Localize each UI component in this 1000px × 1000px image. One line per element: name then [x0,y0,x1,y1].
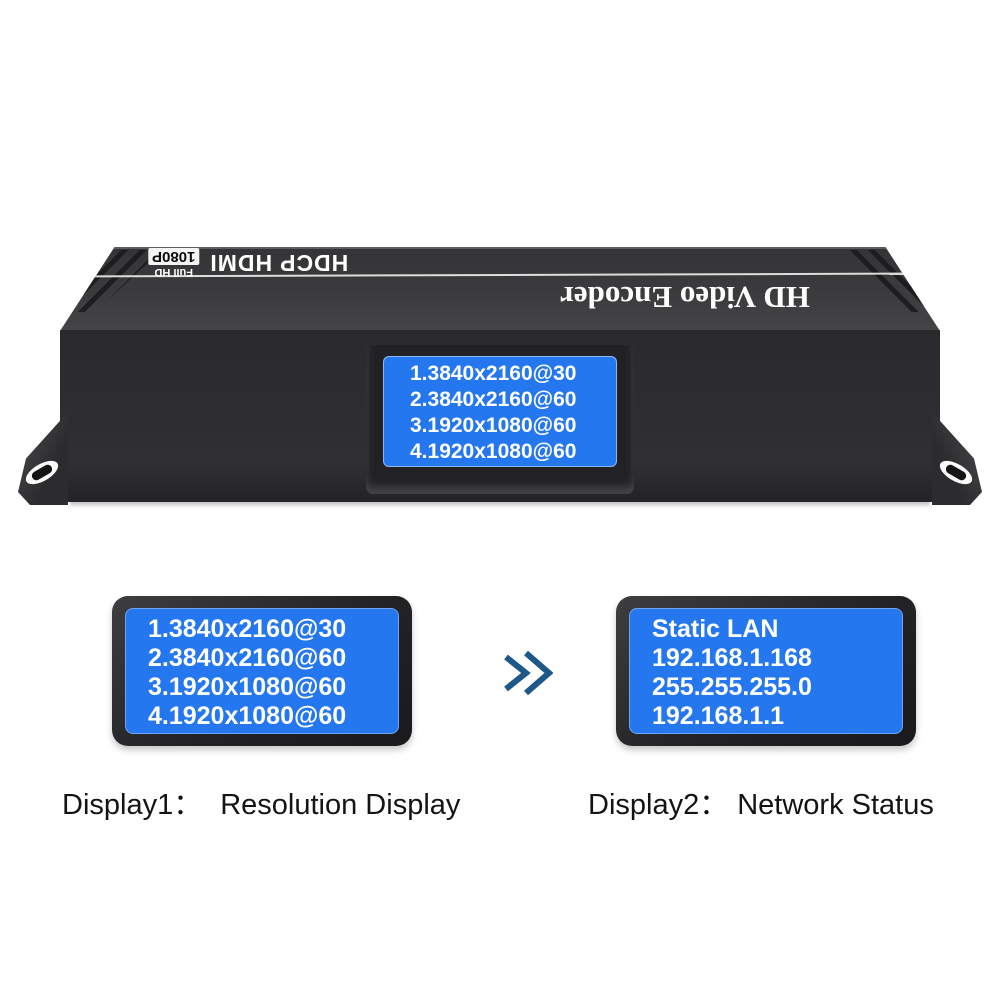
device-shadow [70,501,930,508]
screen-line: 3.1920x1080@60 [148,673,347,701]
display1-panel: 1.3840x2160@30 2.3840x2160@60 3.1920x108… [112,596,412,746]
lcd-line: 1.3840x2160@30 [410,362,577,385]
display2-caption: Display2：Network Status [588,781,934,823]
lcd-line: 4.1920x1080@60 [410,440,577,463]
device-lcd-screen: 1.3840x2160@30 2.3840x2160@60 3.1920x108… [383,356,617,467]
display1-caption-text: Resolution Display [220,789,461,821]
screen-line: 2.3840x2160@60 [148,644,347,672]
fullhd-badge: Full HD 1080P [148,248,200,278]
double-chevron-right-icon [497,645,554,706]
display1-screen: 1.3840x2160@30 2.3840x2160@60 3.1920x108… [125,608,399,734]
display2-screen: Static LAN 192.168.1.168 255.255.255.0 1… [629,608,903,734]
badge-1080p: 1080P [148,248,200,265]
product-title: HD Video Encoder [560,280,810,315]
display2-panel: Static LAN 192.168.1.168 255.255.255.0 1… [616,596,916,746]
display1-caption: Display1： Resolution Display [62,781,460,823]
display2-caption-text: Network Status [737,789,934,821]
hdcp-hdmi-label: HDCP HDMI [209,250,349,276]
mounting-ear-right [932,412,982,505]
screen-line: 192.168.1.168 [652,644,812,672]
top-marking-group: HDCP HDMI Full HD 1080P [148,248,349,278]
device-top-face: HDCP HDMI Full HD 1080P HD Video Encoder [60,247,940,331]
lcd-line: 2.3840x2160@60 [410,388,577,411]
screen-line: 4.1920x1080@60 [148,702,347,730]
display1-caption-label: Display1： [62,789,203,821]
lcd-line: 3.1920x1080@60 [410,414,577,437]
screen-line: Static LAN [652,615,779,643]
screen-line: 192.168.1.1 [652,702,785,730]
display2-caption-label: Display2： [588,789,729,821]
mounting-ear-left [18,412,68,505]
fullhd-badge-text: Full HD [154,266,193,278]
screen-line: 255.255.255.0 [652,673,812,701]
screen-line: 1.3840x2160@30 [148,615,347,643]
